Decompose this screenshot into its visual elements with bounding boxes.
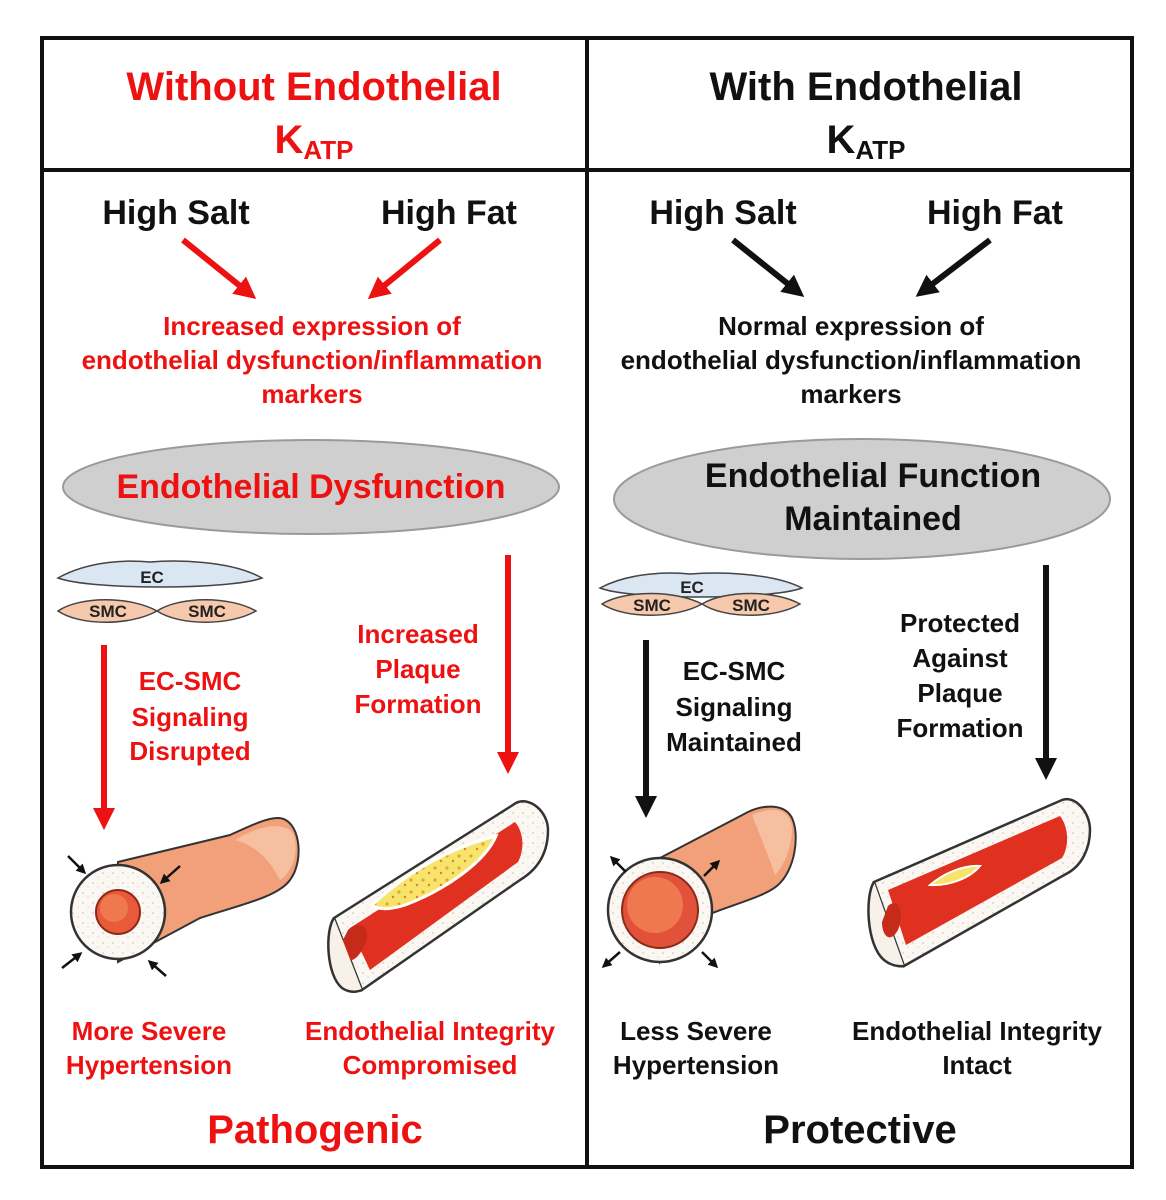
left-smc-label-1: SMC [89, 602, 127, 621]
right-outcome2-line1: Endothelial Integrity [852, 1016, 1102, 1046]
right-plaque-line1: Protected [900, 608, 1020, 638]
right-fat-arrow [915, 237, 992, 297]
left-salt-arrow [181, 237, 257, 300]
right-smc-label-1: SMC [633, 596, 671, 615]
right-signal-line3: Maintained [666, 727, 802, 757]
left-outcome1-line2: Hypertension [66, 1050, 232, 1080]
right-smc-cell-2 [700, 592, 802, 616]
right-ec-label: EC [680, 578, 704, 597]
right-outcome1-line1: Less Severe [620, 1016, 772, 1046]
left-panel: Without Endothelial KATP High Salt High … [56, 65, 560, 1152]
right-title-line1: With Endothelial [710, 65, 1023, 109]
right-healthy-artery [867, 797, 1092, 968]
left-constricted-vessel [61, 816, 300, 977]
right-outcome2-line2: Intact [942, 1050, 1012, 1080]
right-ec-smc-cells: EC SMC SMC [598, 572, 804, 616]
right-expression-line1: Normal expression of [718, 311, 984, 341]
left-state-label: Endothelial Dysfunction [116, 468, 505, 506]
frame [40, 36, 1134, 1169]
left-expression-line2: endothelial dysfunction/inflammation [82, 345, 543, 375]
right-expression-line2: endothelial dysfunction/inflammation [621, 345, 1082, 375]
right-signal-line2: Signaling [676, 692, 793, 722]
right-plaque-line4: Formation [896, 713, 1023, 743]
left-high-fat: High Fat [381, 194, 517, 232]
right-state-ellipse [613, 438, 1111, 560]
left-plaque-vessel [327, 800, 550, 993]
right-salt-arrow [731, 237, 805, 297]
left-ec-cell [56, 560, 264, 588]
left-outcome2-line1: Endothelial Integrity [305, 1016, 555, 1046]
left-signal-line1: EC-SMC [139, 666, 242, 696]
left-smc-label-2: SMC [188, 602, 226, 621]
left-plaque-line2: Plaque [375, 654, 460, 684]
left-expression-line3: markers [261, 379, 362, 409]
right-outcome1-line2: Hypertension [613, 1050, 779, 1080]
right-signal-line1: EC-SMC [683, 656, 786, 686]
right-plaque-line2: Against [912, 643, 1008, 673]
right-panel: With Endothelial KATP High Salt High Fat… [598, 65, 1111, 1152]
right-smc-label-2: SMC [732, 596, 770, 615]
left-verdict: Pathogenic [207, 1108, 423, 1152]
left-title-katp: KATP [275, 118, 354, 165]
left-state-ellipse [62, 439, 560, 535]
left-fat-arrow [367, 237, 442, 300]
right-verdict: Protective [763, 1108, 956, 1152]
right-state-line1: Endothelial Function [705, 457, 1041, 495]
left-signal-line3: Disrupted [129, 736, 250, 766]
right-title-katp: KATP [827, 118, 906, 165]
left-high-salt: High Salt [102, 194, 249, 232]
left-ec-label: EC [140, 568, 164, 587]
left-title-line1: Without Endothelial [126, 65, 501, 109]
right-dilated-vessel [601, 805, 797, 969]
left-expression-line1: Increased expression of [163, 311, 461, 341]
left-outcome1-line1: More Severe [72, 1016, 227, 1046]
right-state-line2: Maintained [784, 500, 962, 538]
left-plaque-line3: Formation [354, 689, 481, 719]
right-high-fat: High Fat [927, 194, 1063, 232]
left-ec-smc-cells: EC SMC SMC [56, 560, 264, 623]
right-expression-line3: markers [800, 379, 901, 409]
left-smc-cell-2 [155, 599, 258, 623]
right-high-salt: High Salt [649, 194, 796, 232]
left-plaque-line1: Increased [357, 619, 478, 649]
left-outcome2-line2: Compromised [343, 1050, 518, 1080]
left-signal-line2: Signaling [132, 702, 249, 732]
right-plaque-line3: Plaque [917, 678, 1002, 708]
